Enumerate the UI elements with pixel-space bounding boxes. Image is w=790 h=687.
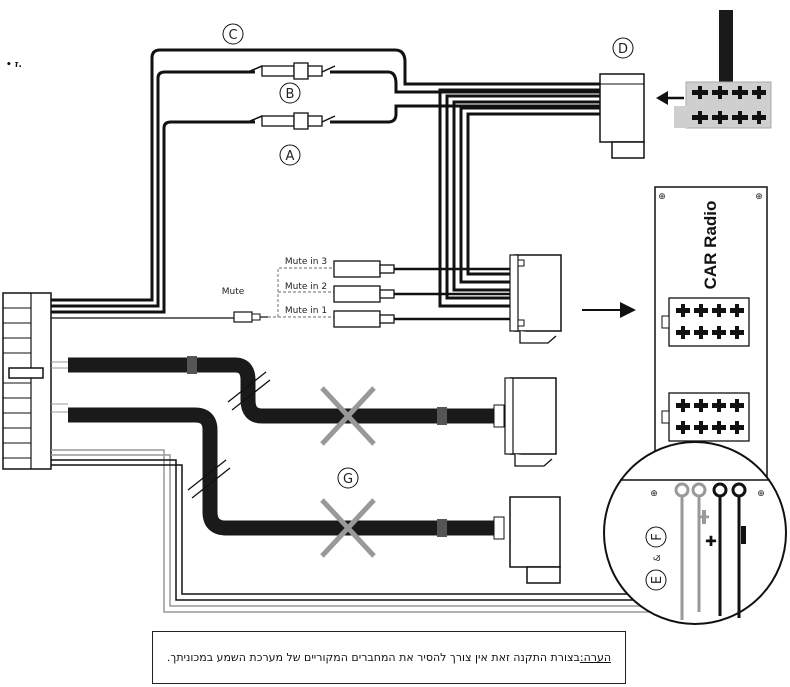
- label-c-circle: C: [222, 23, 244, 45]
- svg-text:B: B: [286, 87, 295, 102]
- radio-connector-1: [509, 254, 562, 344]
- svg-text:⊕: ⊕: [757, 489, 765, 499]
- svg-text:G: G: [343, 472, 353, 487]
- installation-note: הערה: בצורת התקנה זאת אין צורך להסיר את …: [152, 631, 626, 684]
- note-text: בצורת התקנה זאת אין צורך להסיר את המחברי…: [166, 651, 580, 664]
- zoom-detail-circle: ⊕ ⊕ ✚ ✚ F & E: [603, 441, 787, 625]
- svg-text:D: D: [618, 42, 628, 57]
- mute-in-2-label: Mute in 2: [285, 282, 327, 292]
- svg-text:⊕: ⊕: [650, 489, 658, 499]
- arrow-to-radio: [620, 302, 636, 318]
- fuse-a: [247, 112, 336, 130]
- original-connector-3: [493, 496, 561, 584]
- label-ampersand: &: [653, 554, 663, 561]
- harness-connector: [2, 292, 52, 470]
- label-e: E: [650, 576, 665, 584]
- bullet-marker: • ז.: [6, 60, 22, 70]
- mute-section: Mute Mute in 3 Mute in 2 Mute in 1: [51, 257, 515, 328]
- top-wires: [51, 48, 600, 314]
- fuse-b: [247, 62, 336, 80]
- svg-text:⊕: ⊕: [658, 192, 666, 202]
- svg-text:C: C: [228, 28, 237, 43]
- label-d-circle: D: [612, 37, 634, 59]
- mute-in-1-label: Mute in 1: [285, 306, 327, 316]
- connector-d: [599, 73, 645, 159]
- svg-text:⊕: ⊕: [755, 192, 763, 202]
- label-a-circle: A: [279, 144, 301, 166]
- mute-label: Mute: [222, 287, 245, 297]
- label-f: F: [650, 533, 665, 540]
- note-prefix: הערה:: [579, 651, 612, 664]
- original-connector-2: [493, 377, 557, 467]
- car-radio-label: CAR Radio: [701, 201, 720, 290]
- cross-marks: [320, 386, 376, 558]
- label-g-circle: G: [337, 467, 359, 489]
- original-cables: [51, 356, 500, 537]
- svg-text:A: A: [286, 149, 295, 164]
- d-to-radio-wires: [438, 88, 600, 308]
- svg-text:✚: ✚: [705, 534, 717, 550]
- vehicle-iso-plug: [656, 10, 772, 129]
- mute-in-3-label: Mute in 3: [285, 257, 327, 267]
- label-b-circle: B: [279, 82, 301, 104]
